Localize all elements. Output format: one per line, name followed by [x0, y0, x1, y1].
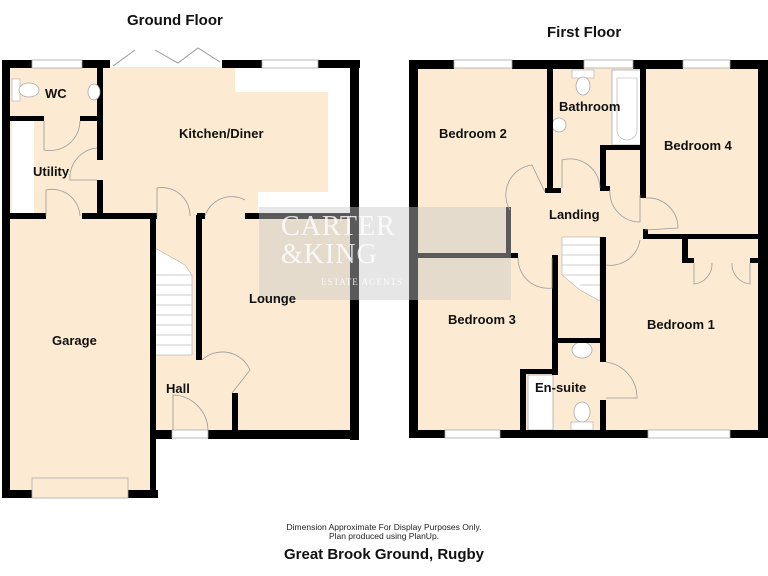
room-label-landing: Landing	[549, 207, 600, 222]
room-label-kitchen-diner: Kitchen/Diner	[179, 126, 264, 141]
room-label-bedroom-3: Bedroom 3	[448, 312, 516, 327]
room-label-bedroom-2: Bedroom 2	[439, 126, 507, 141]
disclaimer-line2: Plan produced using PlanUp.	[328, 531, 440, 541]
disclaimer-line1: Dimension Approximate For Display Purpos…	[286, 522, 482, 532]
watermark-line1: CARTER	[281, 211, 396, 242]
watermark-line2: &KING	[281, 239, 378, 270]
room-label-garage: Garage	[52, 333, 97, 348]
carter-king-watermark: CARTER &KING ESTATE AGENTS	[259, 207, 511, 300]
first-floor-plan	[409, 59, 768, 439]
watermark-line3: ESTATE AGENTS	[321, 277, 404, 287]
room-label-hall: Hall	[166, 381, 190, 396]
first-floor-title: First Floor	[547, 24, 622, 41]
room-label-bedroom-1: Bedroom 1	[647, 317, 715, 332]
room-label-utility: Utility	[33, 164, 70, 179]
room-label-bedroom-4: Bedroom 4	[664, 138, 732, 153]
room-label-bathroom: Bathroom	[559, 99, 621, 114]
ground-floor-title: Ground Floor	[127, 12, 223, 29]
ground-floor-plan	[2, 47, 360, 499]
room-label-lounge: Lounge	[249, 291, 296, 306]
room-label-en-suite: En-suite	[535, 380, 587, 395]
room-label-wc: WC	[45, 86, 67, 101]
property-address: Great Brook Ground, Rugby	[283, 546, 484, 563]
